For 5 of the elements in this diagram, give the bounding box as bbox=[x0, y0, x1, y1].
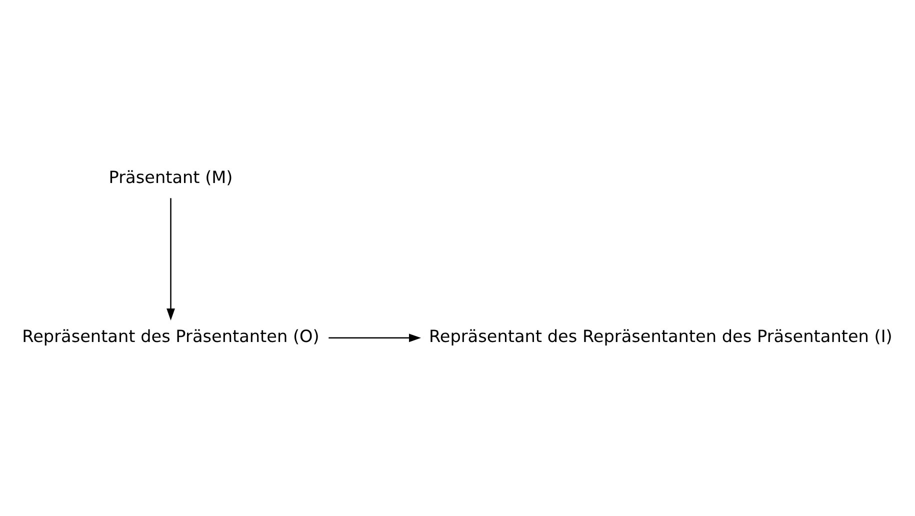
node-text: Repräsentant des Repräsentanten des Präsentanten (I) bbox=[428, 325, 892, 346]
node-text: Präsentant (M) bbox=[108, 166, 233, 187]
arrow bbox=[328, 333, 422, 342]
node-text: Repräsentant des Präsentanten (O) bbox=[22, 325, 320, 346]
arrow bbox=[166, 198, 175, 320]
